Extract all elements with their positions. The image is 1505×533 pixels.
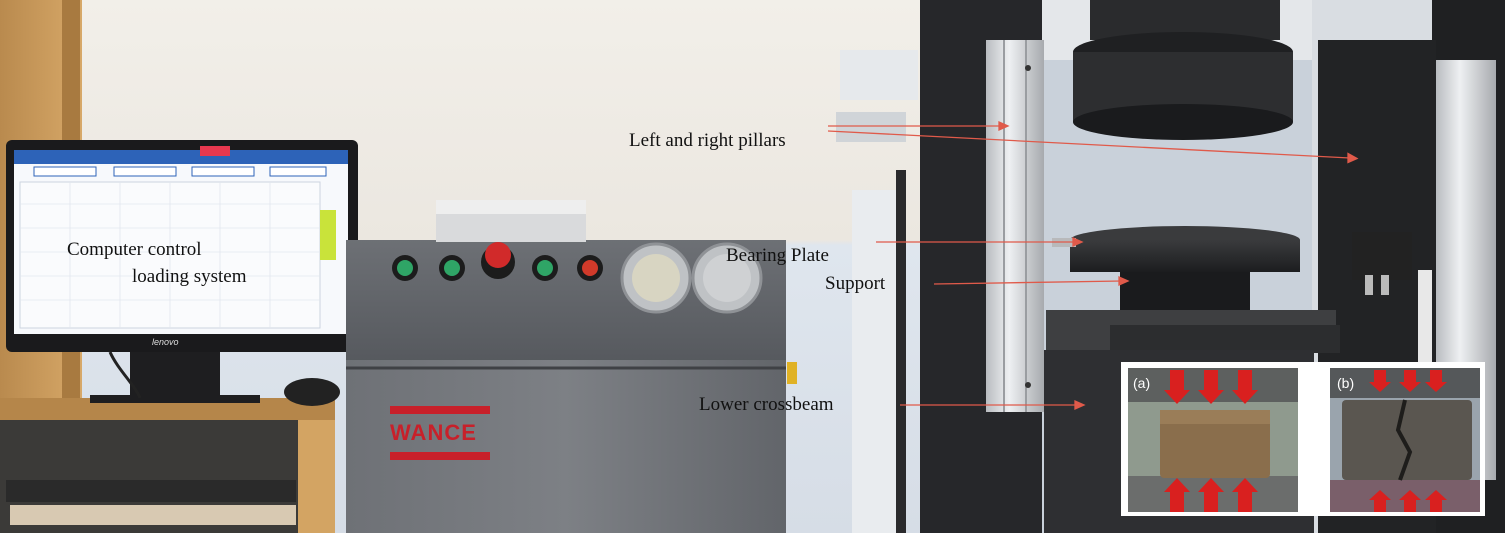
label-pillars: Left and right pillars <box>629 130 786 151</box>
wance-logo: WANCE <box>390 420 477 445</box>
monitor-brand: lenovo <box>152 337 179 347</box>
label-support: Support <box>825 273 886 294</box>
label-computer-line2: loading system <box>132 266 247 287</box>
inset-label-b: (b) <box>1337 375 1355 391</box>
inset-label-a: (a) <box>1133 375 1151 391</box>
label-computer-line1: Computer control <box>67 239 202 260</box>
label-lower-crossbeam: Lower crossbeam <box>699 394 834 415</box>
label-bearing-plate: Bearing Plate <box>726 245 829 266</box>
